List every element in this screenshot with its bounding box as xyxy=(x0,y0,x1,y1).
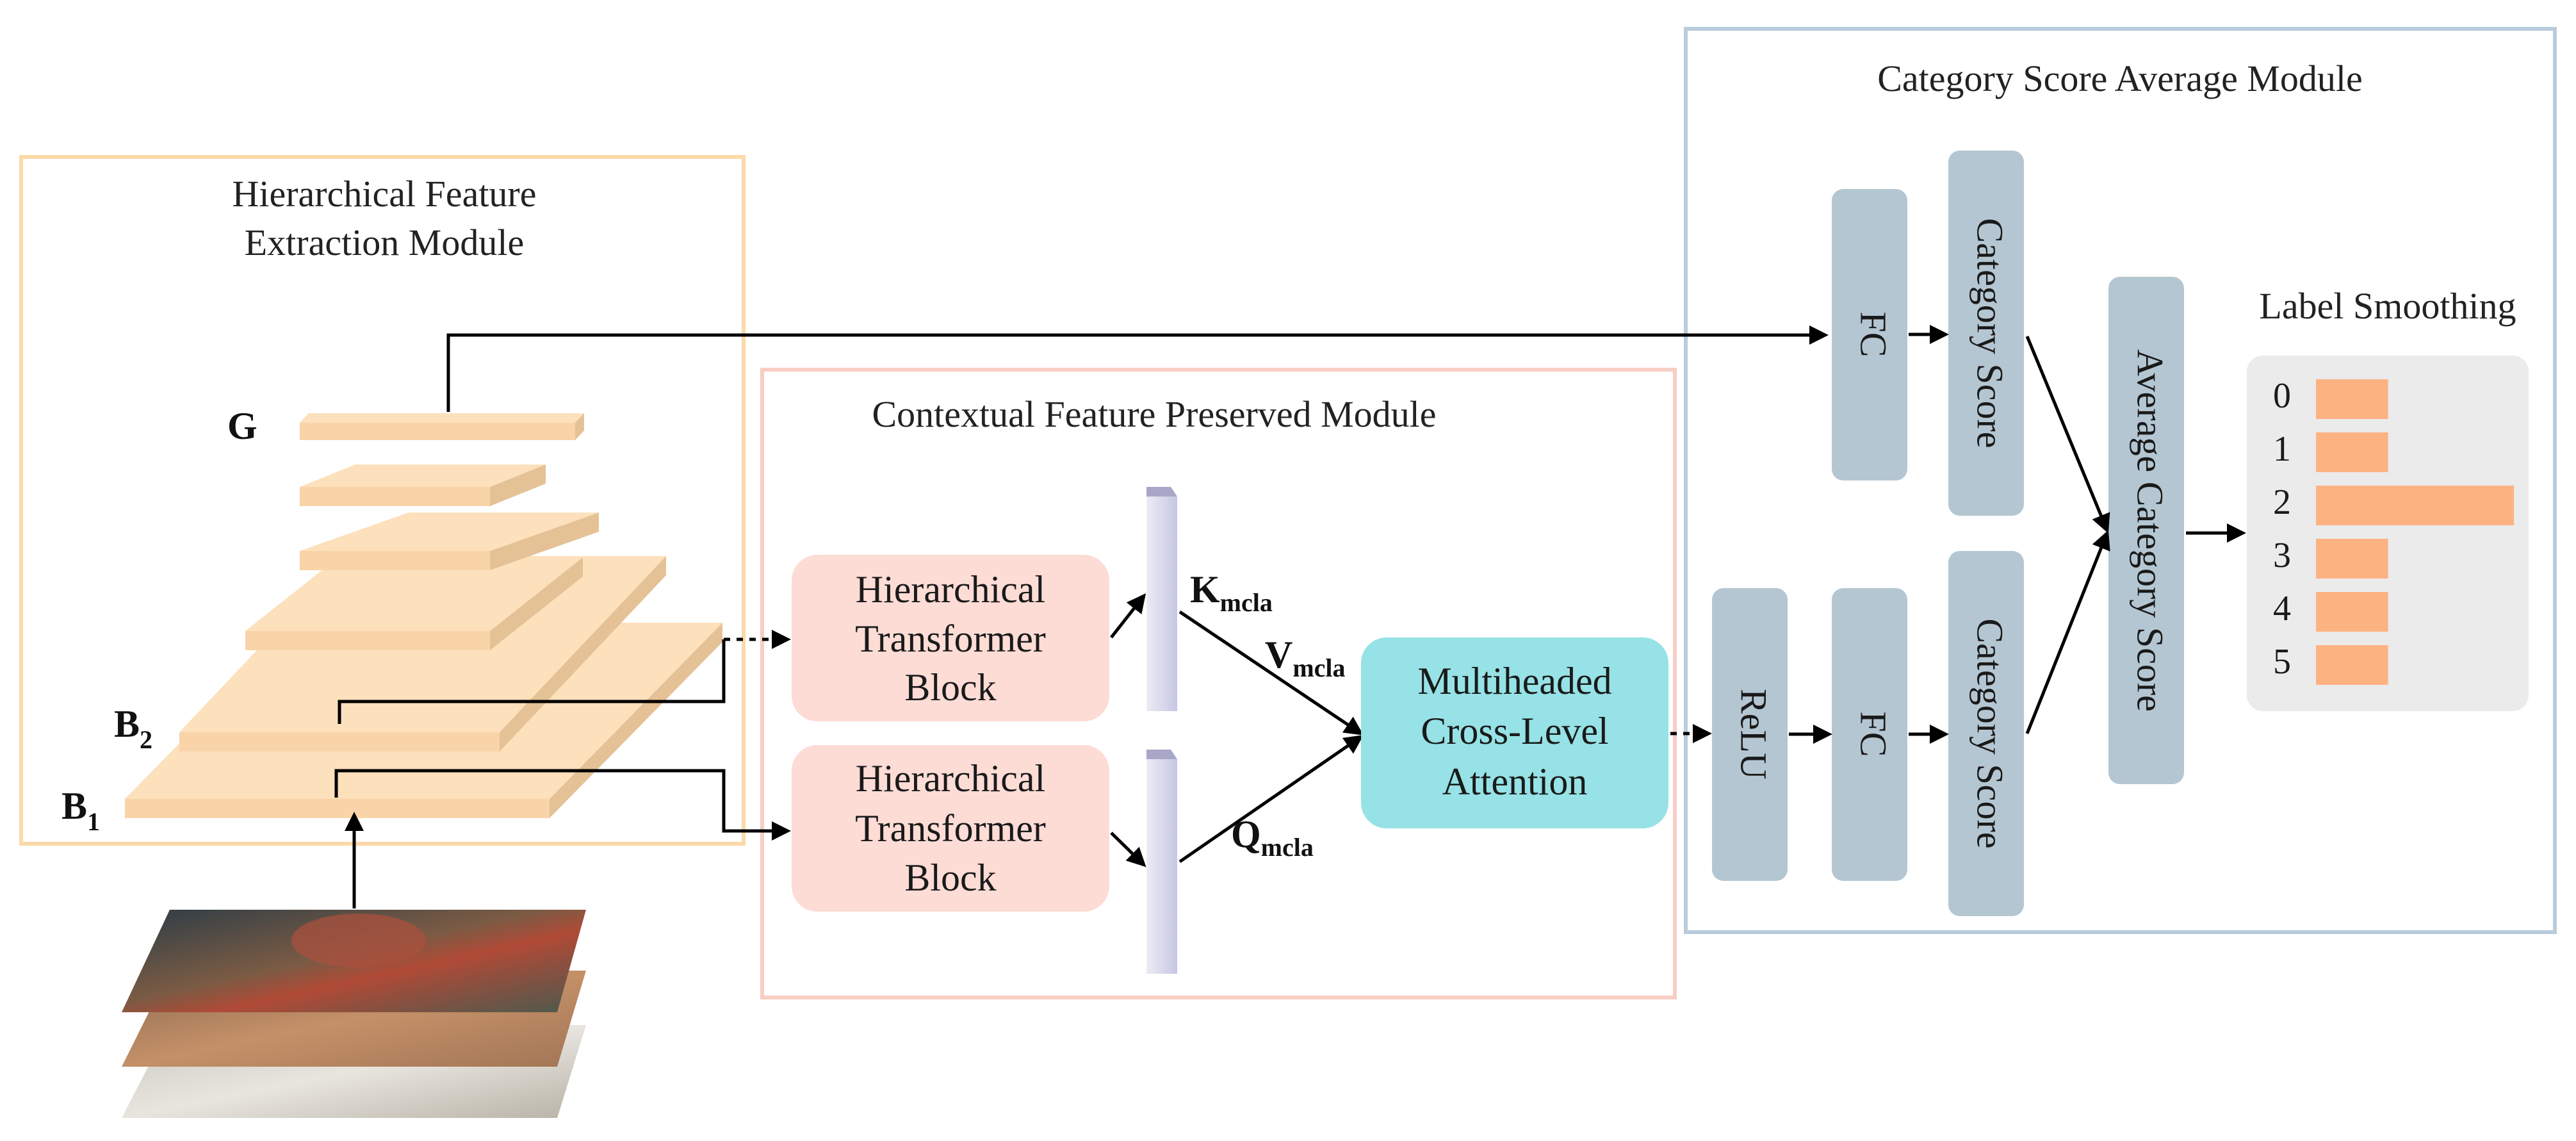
label-smoothing-label-5: 5 xyxy=(2273,642,2291,682)
b2-label: B2 xyxy=(114,703,152,754)
score-top-to-avg-arrow xyxy=(2025,336,2110,534)
label-smoothing-bar-4 xyxy=(2316,592,2388,632)
label-smoothing-bar-1 xyxy=(2316,432,2388,472)
pyramid-layer-b3 xyxy=(245,557,583,650)
label-smoothing-label-4: 4 xyxy=(2273,589,2291,628)
htb-bottom-line2: Transformer xyxy=(855,807,1046,850)
g-label: G xyxy=(227,405,257,447)
feature-bar-top xyxy=(1146,487,1177,711)
hfe-title-line1: Hierarchical Feature xyxy=(232,173,537,215)
label-smoothing-label-1: 1 xyxy=(2273,429,2291,469)
category-score-bottom-label: Category Score xyxy=(1969,618,2011,848)
average-category-score-block xyxy=(2108,277,2184,784)
label-smoothing-bar-5 xyxy=(2316,645,2388,685)
label-smoothing-title: Label Smoothing xyxy=(2259,285,2516,327)
input-image-stack xyxy=(122,910,586,1118)
v-label: Vmcla xyxy=(1265,634,1346,682)
label-smoothing-bar-3 xyxy=(2316,539,2388,579)
label-smoothing-label-0: 0 xyxy=(2273,376,2291,416)
label-smoothing-bar-0 xyxy=(2316,379,2388,419)
htb-bottom-line3: Block xyxy=(904,857,996,899)
fc-bottom-label: FC xyxy=(1853,712,1895,757)
mcla-block xyxy=(1361,637,1668,828)
b1-to-htb-bottom-arrow xyxy=(334,769,791,841)
b1-label: B1 xyxy=(61,785,100,836)
relu-block xyxy=(1712,588,1788,881)
label-smoothing-label-2: 2 xyxy=(2273,482,2291,522)
q-to-mcla-arrow xyxy=(1178,735,1364,864)
cfp-title: Contextual Feature Preserved Module xyxy=(872,393,1436,435)
k-label: Kmcla xyxy=(1190,568,1273,617)
fc-top-block xyxy=(1832,189,1907,480)
cfp-module-frame xyxy=(760,368,1677,999)
csa-title: Category Score Average Module xyxy=(1877,58,2363,99)
label-smoothing-label-3: 3 xyxy=(2273,536,2291,575)
label-smoothing-rows: 0 1 2 3 4 5 xyxy=(2273,376,2515,685)
htb-bottom-block xyxy=(792,745,1109,912)
b2-to-htb-top-arrow xyxy=(338,639,726,724)
fc-top-label: FC xyxy=(1853,312,1895,357)
kv-to-mcla-arrow xyxy=(1178,610,1364,735)
fc-bottom-block xyxy=(1832,588,1907,881)
csa-module-frame xyxy=(1684,27,2557,934)
mcla-line3: Attention xyxy=(1442,760,1588,803)
htb-top-block xyxy=(792,555,1109,721)
htb-top-to-bar-arrow xyxy=(1110,593,1146,639)
hfe-title-line2: Extraction Module xyxy=(245,222,525,263)
pyramid-layer-g xyxy=(300,413,584,440)
category-score-top-block xyxy=(1948,151,2024,516)
mcla-line2: Cross-Level xyxy=(1421,710,1608,752)
htb-top-line2: Transformer xyxy=(855,618,1046,660)
average-category-score-label: Average Category Score xyxy=(2130,349,2171,712)
htb-bottom-to-bar-arrow xyxy=(1110,832,1146,867)
input-image-1-detail xyxy=(291,914,426,967)
pyramid-layer-b4 xyxy=(300,513,599,570)
g-to-fc-top-arrow xyxy=(446,325,1829,412)
hfe-module-frame xyxy=(19,155,746,846)
mcla-line1: Multiheaded xyxy=(1417,660,1611,702)
category-score-top-label: Category Score xyxy=(1969,218,2011,448)
htb-top-line1: Hierarchical xyxy=(856,568,1045,611)
score-bottom-to-avg-arrow xyxy=(2025,530,2110,734)
label-smoothing-bar-2 xyxy=(2316,486,2515,525)
category-score-bottom-block xyxy=(1948,551,2024,916)
pyramid xyxy=(125,413,722,818)
relu-label: ReLU xyxy=(1733,689,1775,780)
htb-top-line3: Block xyxy=(904,666,996,709)
feature-bar-bottom xyxy=(1146,750,1177,974)
pyramid-layer-b5 xyxy=(300,464,546,506)
htb-bottom-line1: Hierarchical xyxy=(856,757,1045,800)
q-label: Qmcla xyxy=(1231,813,1314,862)
